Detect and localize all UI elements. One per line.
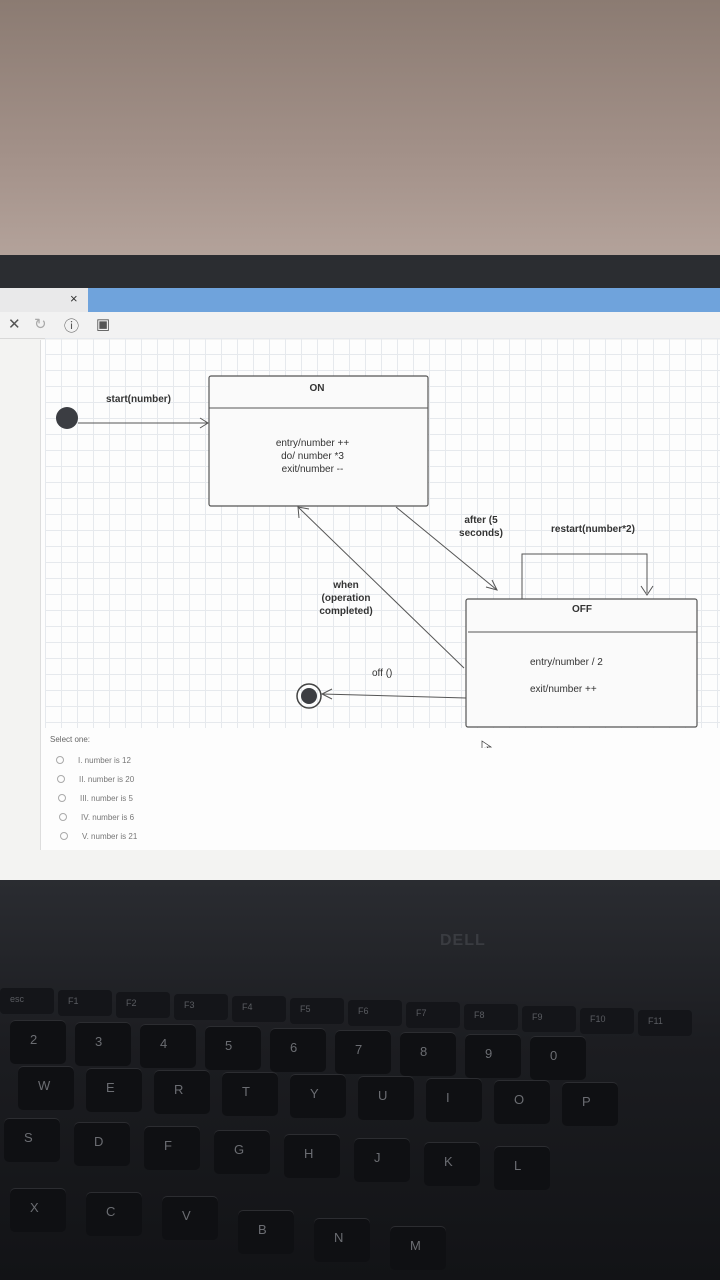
keyboard-key[interactable]: M	[390, 1226, 446, 1270]
state-off-entry: entry/number / 2	[530, 657, 603, 668]
after-label-line: seconds)	[459, 528, 503, 539]
function-key[interactable]: esc	[0, 988, 54, 1014]
when-label-line: completed)	[319, 606, 373, 617]
keyboard-key[interactable]: V	[162, 1196, 218, 1240]
quiz-prompt: Select one:	[50, 735, 91, 744]
option-label: IV. number is 6	[81, 813, 135, 822]
function-key[interactable]: F10	[580, 1008, 634, 1034]
final-state-node	[301, 688, 317, 704]
keyboard-key[interactable]: P	[562, 1082, 618, 1126]
state-diagram	[56, 375, 698, 748]
close-icon[interactable]: ✕	[8, 316, 21, 333]
mouse-cursor-icon	[481, 740, 493, 748]
restart-loop-arrow	[640, 585, 654, 596]
function-key[interactable]: F11	[638, 1010, 692, 1036]
final-state-ring	[296, 683, 322, 709]
function-key[interactable]: F1	[58, 990, 112, 1016]
option-radio[interactable]	[57, 775, 65, 783]
keyboard-key[interactable]: B	[238, 1210, 294, 1254]
keyboard-key[interactable]: W	[18, 1066, 74, 1110]
keyboard-key[interactable]: 7	[335, 1030, 391, 1074]
keyboard-key[interactable]: G	[214, 1130, 270, 1174]
off-transition-line	[321, 693, 467, 699]
browser-tab[interactable]: ×	[0, 288, 88, 312]
start-transition-arrow	[199, 417, 209, 429]
state-on-action: entry/number ++	[275, 438, 350, 449]
after-transition-arrow	[485, 579, 498, 591]
option-radio[interactable]	[59, 813, 67, 821]
laptop-screen: × ✕ ↻ ⓘ ▣	[0, 288, 720, 888]
state-on-action: do/ number *3	[281, 451, 344, 462]
when-transition-label: when (operation completed)	[310, 579, 382, 618]
option-radio[interactable]	[58, 794, 66, 802]
state-on-name: ON	[309, 383, 325, 394]
keyboard-key[interactable]: 6	[270, 1028, 326, 1072]
keyboard-key[interactable]: F	[144, 1126, 200, 1170]
keyboard-key[interactable]: 4	[140, 1024, 196, 1068]
after-transition-line	[395, 506, 498, 591]
option-label: I. number is 12	[78, 756, 131, 765]
keyboard-key[interactable]: K	[424, 1142, 480, 1186]
keyboard-key[interactable]: X	[10, 1188, 66, 1232]
keyboard-key[interactable]: 8	[400, 1032, 456, 1076]
page-icon[interactable]: ▣	[96, 316, 111, 333]
state-on-action: exit/number --	[281, 464, 344, 475]
state-on-actions: entry/number ++ do/ number *3 exit/numbe…	[240, 437, 385, 476]
browser-tab-bar: ×	[0, 288, 720, 312]
keyboard-key[interactable]: E	[86, 1068, 142, 1112]
when-label-line: when	[333, 580, 359, 591]
start-transition-label: start(number)	[106, 394, 172, 405]
function-key[interactable]: F2	[116, 992, 170, 1018]
keyboard-key[interactable]: 9	[465, 1034, 521, 1078]
option-radio[interactable]	[60, 832, 68, 840]
function-key[interactable]: F6	[348, 1000, 402, 1026]
keyboard-key[interactable]: I	[426, 1078, 482, 1122]
restart-loop-line	[521, 553, 648, 599]
keyboard-key[interactable]: D	[74, 1122, 130, 1166]
keyboard-key[interactable]: J	[354, 1138, 410, 1182]
function-key[interactable]: F5	[290, 998, 344, 1024]
function-key[interactable]: F7	[406, 1002, 460, 1028]
keyboard-key[interactable]: T	[222, 1072, 278, 1116]
state-off-exit: exit/number ++	[530, 684, 597, 695]
function-key[interactable]: F4	[232, 996, 286, 1022]
function-key[interactable]: F3	[174, 994, 228, 1020]
after-transition-label: after (5 seconds)	[450, 514, 512, 540]
option-radio[interactable]	[56, 756, 64, 764]
tab-close-icon[interactable]: ×	[70, 291, 78, 306]
option-label: V. number is 21	[82, 832, 138, 841]
off-transition-label: off ()	[372, 668, 393, 679]
browser-toolbar: ✕ ↻ ⓘ ▣	[0, 312, 720, 339]
keyboard-key[interactable]: L	[494, 1146, 550, 1190]
state-off-name: OFF	[572, 604, 592, 615]
keyboard-key[interactable]: N	[314, 1218, 370, 1262]
state-off-box	[465, 598, 698, 728]
function-key[interactable]: F8	[464, 1004, 518, 1030]
when-transition-arrow	[297, 506, 310, 519]
keyboard-key[interactable]: C	[86, 1192, 142, 1236]
restart-transition-label: restart(number*2)	[551, 524, 635, 535]
keyboard-key[interactable]: H	[284, 1134, 340, 1178]
keyboard-key[interactable]: R	[154, 1070, 210, 1114]
keyboard-key[interactable]: 0	[530, 1036, 586, 1080]
keyboard-key[interactable]: 2	[10, 1020, 66, 1064]
when-label-line: (operation	[321, 593, 371, 604]
keyboard-key[interactable]: Y	[290, 1074, 346, 1118]
keyboard-key[interactable]: 5	[205, 1026, 261, 1070]
keyboard-key[interactable]: O	[494, 1080, 550, 1124]
keyboard-key[interactable]: 3	[75, 1022, 131, 1066]
option-label: II. number is 20	[79, 775, 135, 784]
wall-background	[0, 0, 720, 260]
option-label: III. number is 5	[80, 794, 133, 803]
initial-state-node	[56, 407, 78, 429]
keyboard-key[interactable]: S	[4, 1118, 60, 1162]
keyboard-key[interactable]: U	[358, 1076, 414, 1120]
off-transition-arrow	[320, 688, 333, 700]
refresh-icon[interactable]: ↻	[34, 316, 47, 333]
function-key[interactable]: F9	[522, 1006, 576, 1032]
when-transition-line	[297, 506, 465, 669]
brand-logo: DELL	[440, 932, 486, 949]
info-icon[interactable]: ⓘ	[64, 318, 80, 335]
after-label-line: after (5	[464, 515, 498, 526]
